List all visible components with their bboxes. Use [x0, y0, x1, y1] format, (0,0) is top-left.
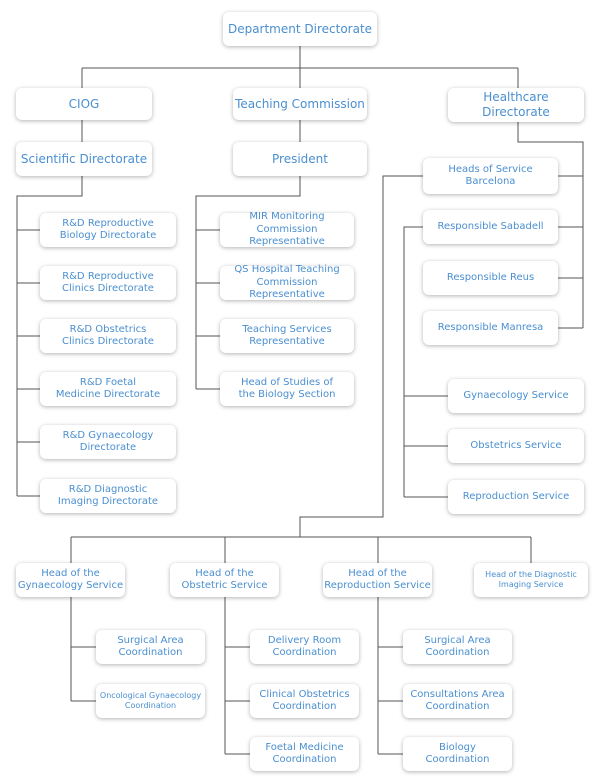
connector — [517, 122, 584, 329]
node-teaching-services: Teaching Services Representative — [220, 319, 354, 353]
connector — [377, 597, 403, 755]
node-teaching-commission: Teaching Commission — [233, 88, 367, 120]
node-responsible-manresa: Responsible Manresa — [423, 311, 558, 345]
node-rd-foetal-medicine: R&D Foetal Medicine Directorate — [40, 372, 176, 406]
node-obstetrics-service: Obstetrics Service — [448, 429, 584, 463]
node-head-obstetric-service: Head of the Obstetric Service — [170, 563, 279, 597]
connector — [70, 597, 96, 702]
node-head-diagnostic-imaging-service: Head of the Diagnostic Imaging Service — [474, 563, 588, 597]
node-healthcare-directorate: Healthcare Directorate — [448, 88, 584, 122]
node-rd-reproductive-biology: R&D Reproductive Biology Directorate — [40, 213, 176, 247]
connector — [81, 46, 519, 88]
node-oncological-gynaecology-coordination: Oncological Gynaecology Coordination — [96, 684, 205, 718]
node-rd-diagnostic-imaging: R&D Diagnostic Imaging Directorate — [40, 479, 176, 513]
node-heads-service-barcelona: Heads of Service Barcelona — [423, 158, 558, 194]
node-foetal-medicine-coordination: Foetal Medicine Coordination — [250, 737, 359, 771]
connector — [16, 176, 83, 497]
node-ciog: CIOG — [16, 88, 152, 120]
node-head-reproduction-service: Head of the Reproduction Service — [323, 563, 432, 597]
node-mir-monitoring: MIR Monitoring Commission Representative — [220, 211, 354, 247]
connector — [403, 226, 448, 498]
connector — [70, 175, 532, 563]
node-responsible-sabadell: Responsible Sabadell — [423, 210, 558, 244]
node-reproduction-service: Reproduction Service — [448, 480, 584, 514]
node-scientific-directorate: Scientific Directorate — [16, 142, 152, 176]
node-gynaecology-service: Gynaecology Service — [448, 379, 584, 413]
node-qs-hospital-teaching: QS Hospital Teaching Commission Represen… — [220, 264, 354, 300]
node-biology-coordination: Biology Coordination — [403, 737, 512, 771]
node-consultations-area-coordination: Consultations Area Coordination — [403, 684, 512, 718]
node-rd-obstetrics-clinics: R&D Obstetrics Clinics Directorate — [40, 319, 176, 353]
node-surgical-area-coordination-1: Surgical Area Coordination — [96, 630, 205, 664]
node-department-directorate: Department Directorate — [223, 12, 377, 46]
node-responsible-reus: Responsible Reus — [423, 261, 558, 295]
node-rd-reproductive-clinics: R&D Reproductive Clinics Directorate — [40, 266, 176, 300]
node-delivery-room-coordination: Delivery Room Coordination — [250, 630, 359, 664]
node-head-studies-biology: Head of Studies of the Biology Section — [220, 372, 354, 406]
node-clinical-obstetrics-coordination: Clinical Obstetrics Coordination — [250, 684, 359, 718]
node-rd-gynaecology: R&D Gynaecology Directorate — [40, 425, 176, 459]
connector — [195, 176, 301, 390]
node-head-gynaecology-service: Head of the Gynaecology Service — [16, 563, 125, 597]
node-president: President — [233, 142, 367, 176]
connector — [224, 597, 250, 755]
node-surgical-area-coordination-2: Surgical Area Coordination — [403, 630, 512, 664]
